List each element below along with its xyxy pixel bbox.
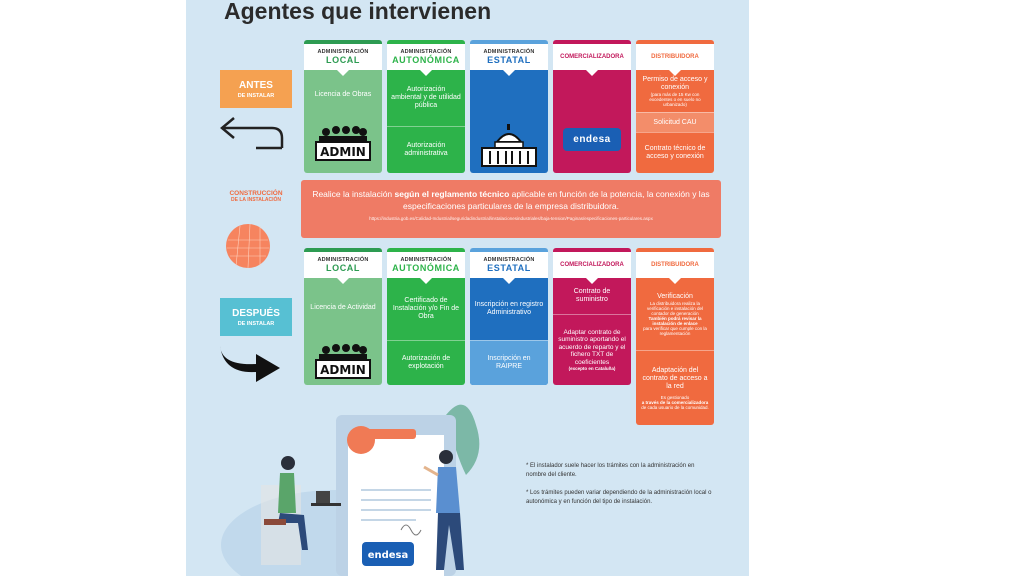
header-local: ADMINISTRACIÓN LOCAL — [304, 40, 382, 76]
antes-tab: ANTES DE INSTALAR — [220, 70, 292, 108]
antes-autonomica-column: ADMINISTRACIÓN AUTONÓMICA Autorización a… — [387, 40, 465, 173]
admin-desk-icon: ADMIN — [315, 126, 371, 161]
construccion-banner: Realice la instalación según el reglamen… — [301, 180, 721, 238]
installer-illustration: endesa — [221, 404, 480, 576]
despues-tab: DESPUÉS DE INSTALAR — [220, 298, 292, 336]
despues-comercializadora-column: COMERCIALIZADORA Contrato de suministro … — [553, 248, 631, 385]
antes-distribuidora-column: DISTRIBUIDORA Permiso de acceso y conexi… — [636, 40, 714, 173]
antes-sublabel: DE INSTALAR — [237, 92, 275, 99]
header-estatal-despues: ADMINISTRACIÓN ESTATAL — [470, 248, 548, 284]
adaptacion-contrato-acceso: Adaptación del contrato de acceso a la r… — [636, 350, 714, 425]
inscripcion-registro: Inscripción en registro Administrativo — [474, 301, 544, 316]
licencia-actividad: Licencia de Actividad — [310, 304, 376, 311]
adaptar-contrato: Adaptar contrato de suministro aportando… — [553, 314, 631, 385]
verificacion: Verificación La distribuidora realiza la… — [643, 292, 707, 336]
infographic-sheet: Agentes que intervienen ANTES DE INSTALA… — [186, 0, 749, 576]
header-local-despues: ADMINISTRACIÓN LOCAL — [304, 248, 382, 284]
construccion-label: CONSTRUCCIÓN DE LA INSTALACIÓN — [229, 190, 283, 203]
antes-label: ANTES — [239, 79, 273, 91]
despues-estatal-column: ADMINISTRACIÓN ESTATAL Inscripción en re… — [470, 248, 548, 385]
svg-text:ADMIN: ADMIN — [320, 363, 366, 377]
licencia-obras: Licencia de Obras — [314, 91, 372, 98]
note-instalador: * El instalador suele hacer los trámites… — [526, 463, 695, 478]
despues-distribuidora-column: DISTRIBUIDORA Verificación La distribuid… — [636, 248, 714, 425]
antes-comercializadora-column: COMERCIALIZADORA endesa — [553, 40, 631, 173]
header-comercializadora: COMERCIALIZADORA — [553, 40, 631, 76]
header-comercializadora-despues: COMERCIALIZADORA — [553, 248, 631, 284]
autorizacion-ambiental: Autorización ambiental y de utilidad púb… — [391, 86, 461, 109]
header-distribuidora: DISTRIBUIDORA — [636, 40, 714, 76]
autorizacion-explotacion: Autorización de explotación — [387, 340, 465, 385]
svg-text:ADMIN: ADMIN — [320, 145, 366, 159]
inscripcion-raipre: Inscripción en RAIPRE — [470, 340, 548, 385]
antes-local-column: ADMINISTRACIÓN LOCAL Licencia de Obras A… — [304, 40, 382, 173]
header-autonomica: ADMINISTRACIÓN AUTONÓMICA — [387, 40, 465, 76]
header-distribuidora-despues: DISTRIBUIDORA — [636, 248, 714, 284]
contrato-tecnico: Contrato técnico de acceso y conexión — [636, 132, 714, 173]
antes-estatal-column: ADMINISTRACIÓN ESTATAL — [470, 40, 548, 173]
header-autonomica-despues: ADMINISTRACIÓN AUTONÓMICA — [387, 248, 465, 284]
solicitud-cau: Solicitud CAU — [636, 112, 714, 132]
page-title: Agentes que intervienen — [224, 0, 492, 24]
header-estatal: ADMINISTRACIÓN ESTATAL — [470, 40, 548, 76]
reglamento-link[interactable]: https://industria.gob.es/Calidad-Industr… — [369, 216, 653, 221]
certificado-instalacion: Certificado de Instalación y/o Fin de Ob… — [392, 297, 460, 320]
autorizacion-administrativa: Autorización administrativa — [387, 126, 465, 173]
despues-autonomica-column: ADMINISTRACIÓN AUTONÓMICA Certificado de… — [387, 248, 465, 385]
despues-sublabel: DE INSTALAR — [237, 320, 275, 327]
note-tramites: * Los trámites pueden variar dependiendo… — [526, 490, 712, 505]
permiso-acceso: Permiso de acceso y conexión (para más d… — [642, 75, 708, 107]
capitol-building-icon — [481, 124, 537, 167]
despues-local-column: ADMINISTRACIÓN LOCAL Licencia de Activid… — [304, 248, 382, 385]
endesa-logo: endesa — [563, 128, 621, 151]
solar-panel-icon — [226, 223, 270, 269]
svg-text:endesa: endesa — [368, 550, 409, 561]
contrato-suministro: Contrato de suministro — [573, 288, 611, 303]
return-arrow-icon — [220, 117, 284, 150]
admin-desk-icon: ADMIN — [315, 344, 371, 379]
forward-arrow-icon — [220, 346, 280, 382]
despues-label: DESPUÉS — [232, 307, 280, 319]
